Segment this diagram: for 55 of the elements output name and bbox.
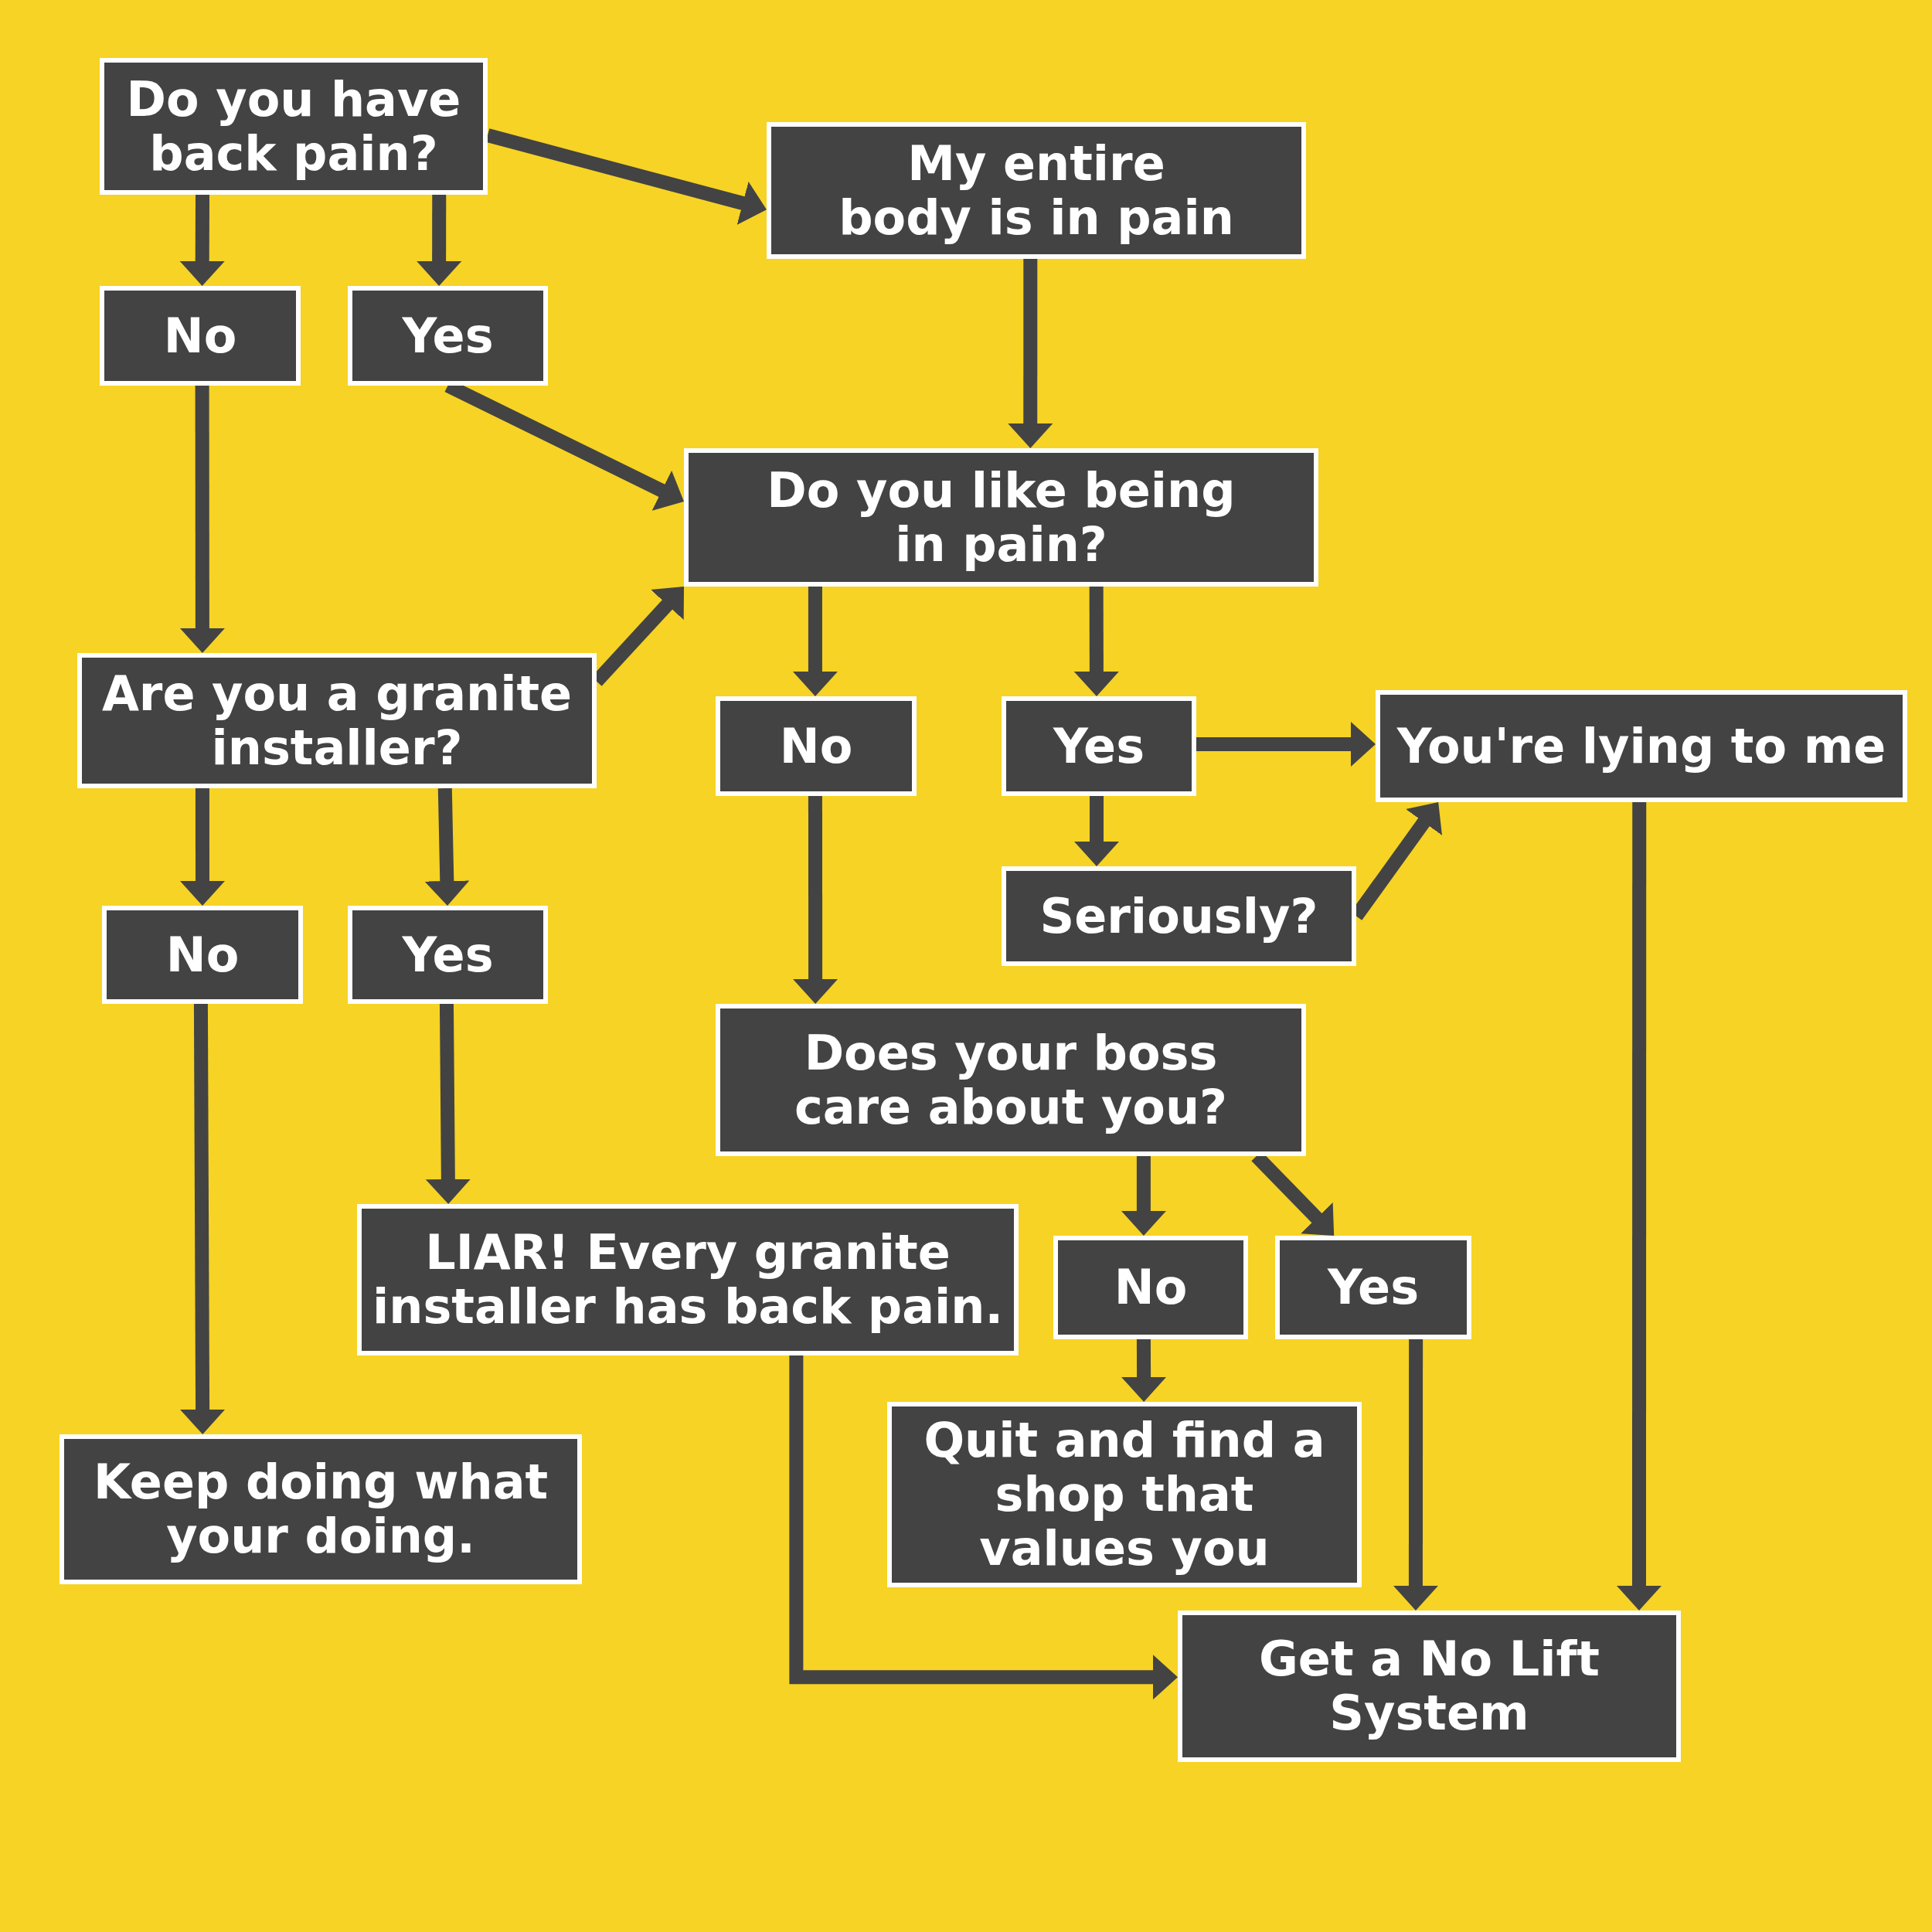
box-text: Do you like being in pain? <box>766 463 1236 572</box>
choice-box <box>348 286 548 386</box>
arrow <box>792 587 838 696</box>
choice-box <box>348 906 548 1004</box>
box-text: No <box>165 927 240 982</box>
result-box <box>887 1402 1362 1587</box>
box-text: No <box>779 719 853 774</box>
question-box <box>716 1004 1306 1156</box>
arrow <box>1008 259 1053 448</box>
box-text: Quit and find a shop that values you <box>923 1413 1326 1576</box>
choice-box <box>716 696 917 796</box>
arrow <box>1073 586 1119 696</box>
elbow-arrow <box>789 1355 1178 1700</box>
arrow <box>424 787 470 906</box>
box-text: No <box>163 308 237 363</box>
arrow <box>793 796 838 1004</box>
statement-box <box>767 122 1306 259</box>
arrow <box>1617 802 1662 1611</box>
arrow <box>180 788 225 906</box>
box-text: You're lying to me <box>1396 719 1886 774</box>
question-box <box>100 58 488 195</box>
box-text: Does your boss care about you? <box>793 1026 1229 1134</box>
choice-box <box>1053 1236 1248 1339</box>
statement-box <box>1376 690 1907 802</box>
box-text: Do you have back pain? <box>125 72 462 181</box>
box-text: Yes <box>1327 1260 1420 1315</box>
box-text: Yes <box>1053 719 1145 774</box>
box-text: Keep doing what your doing. <box>92 1455 549 1563</box>
arrow <box>1196 722 1376 767</box>
box-text: Yes <box>402 308 494 363</box>
question-box <box>1002 866 1356 966</box>
choice-box <box>1002 696 1196 796</box>
box-text: My entire body is in pain <box>838 136 1235 245</box>
arrow <box>425 1003 471 1204</box>
box-text: No <box>1114 1260 1188 1315</box>
choice-box <box>100 286 301 386</box>
choice-box <box>1275 1236 1471 1339</box>
arrow <box>1121 1156 1166 1236</box>
arrow <box>1074 796 1119 866</box>
arrow <box>179 386 225 653</box>
box-text: Seriously? <box>1039 889 1318 944</box>
result-box <box>60 1434 582 1584</box>
question-box <box>684 448 1318 587</box>
arrow <box>180 1003 226 1434</box>
arrow <box>417 195 462 286</box>
result-box <box>357 1204 1019 1355</box>
box-text: Yes <box>402 927 494 982</box>
choice-box <box>102 906 303 1004</box>
arrow <box>1121 1338 1167 1402</box>
box-text: Get a No Lift System <box>1258 1632 1600 1740</box>
box-text: Are you a granite installer? <box>100 666 573 775</box>
result-box <box>1178 1611 1681 1762</box>
box-text: LIAR! Every granite installer has back pain. <box>372 1226 1004 1334</box>
question-box <box>77 653 597 788</box>
arrow <box>179 194 225 286</box>
